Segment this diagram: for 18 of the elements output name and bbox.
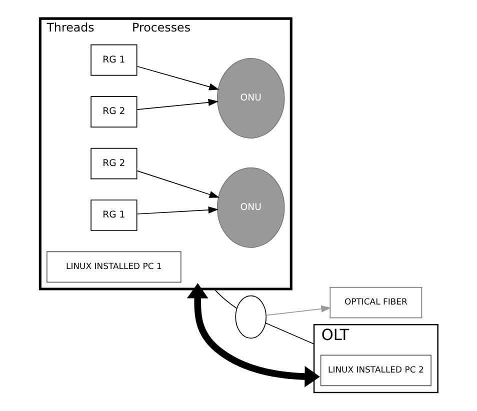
node-ellipse: ONU: [216, 167, 284, 248]
arrow: [136, 98, 218, 110]
node-box: RG 2: [90, 96, 137, 128]
node-box: OPTICAL FIBER: [329, 286, 422, 318]
arrow: [136, 170, 220, 198]
arrow: [136, 66, 219, 90]
node-box: LINUX INSTALLED PC 2: [320, 354, 431, 386]
node-box: RG 1: [90, 200, 137, 231]
arrow: [136, 206, 218, 214]
arrow: [186, 283, 320, 388]
node-box: RG 1: [90, 44, 137, 76]
connector: [264, 322, 314, 344]
node-circle: [234, 295, 266, 339]
arrow: [265, 305, 331, 316]
node-box: LINUX INSTALLED PC 1: [46, 251, 181, 283]
node-box: RG 2: [90, 148, 137, 180]
connector: [213, 288, 237, 309]
node-ellipse: ONU: [216, 58, 284, 139]
